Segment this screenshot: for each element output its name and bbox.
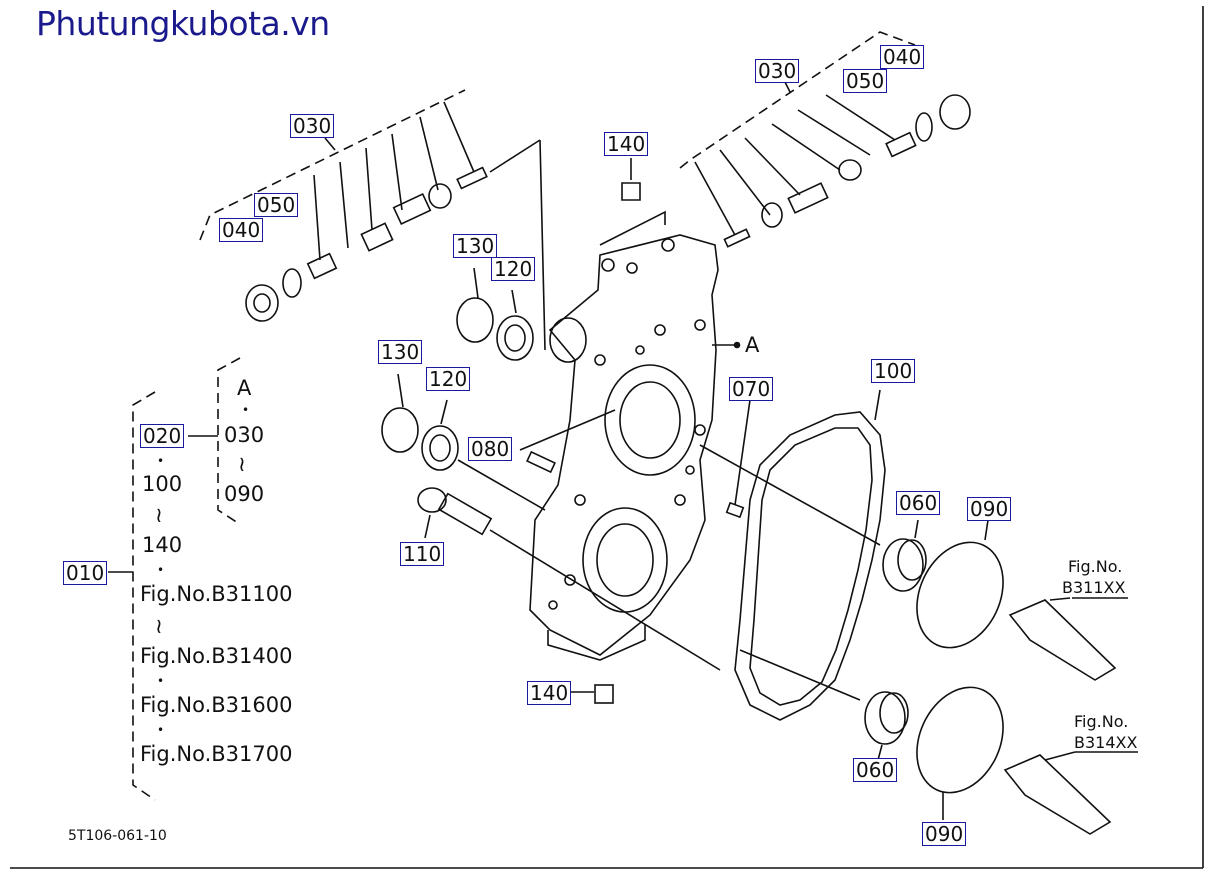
tree-fig-b31700: Fig.No.B31700 xyxy=(140,742,293,766)
callout-120-b: 120 xyxy=(426,367,471,391)
pin-080 xyxy=(526,450,556,474)
tree-tilde-3: ≀ xyxy=(155,614,163,638)
callout-050-left: 050 xyxy=(254,193,299,217)
callout-050-right: 050 xyxy=(843,69,888,93)
callout-140-bottom: 140 xyxy=(527,681,572,705)
seal-120-a xyxy=(496,315,534,361)
leader-030-right xyxy=(784,81,791,93)
drawing-code: 5T106-061-10 xyxy=(68,828,167,844)
callout-040-right: 040 xyxy=(880,45,925,69)
plug-040-right xyxy=(939,94,971,130)
tree-dot-5: • xyxy=(157,723,165,737)
seal-120-b xyxy=(421,425,459,471)
plate-090-a xyxy=(916,541,1004,649)
callout-030-left: 030 xyxy=(290,114,335,138)
callout-140-top: 140 xyxy=(604,132,649,156)
leader-030-left xyxy=(324,137,336,151)
tree-030: 030 xyxy=(224,423,265,447)
callout-010: 010 xyxy=(63,561,108,585)
plug-140-top xyxy=(621,182,641,201)
callout-060-b: 060 xyxy=(853,758,898,782)
bearing-060-b xyxy=(864,691,906,745)
snap-ring-130-a xyxy=(456,297,494,343)
figref-b311-line2: B311XX xyxy=(1062,578,1126,597)
figref-b311-line1: Fig.No. xyxy=(1068,557,1123,576)
dowel-070 xyxy=(725,501,745,519)
callout-030-right: 030 xyxy=(755,59,800,83)
callout-130-b: 130 xyxy=(378,340,423,364)
oring-050-left xyxy=(282,268,302,298)
callout-100: 100 xyxy=(871,359,916,383)
plug-140-bottom xyxy=(594,684,614,704)
tree-140: 140 xyxy=(142,533,183,557)
tree-fig-b31600: Fig.No.B31600 xyxy=(140,693,293,717)
callout-080: 080 xyxy=(468,437,513,461)
callout-110: 110 xyxy=(400,542,445,566)
point-a-label: A xyxy=(745,333,760,357)
plug-040-left xyxy=(245,284,279,322)
case-cover-plate xyxy=(529,234,719,656)
callout-020: 020 xyxy=(140,424,185,448)
tree-090: 090 xyxy=(224,482,265,506)
tree-a: A xyxy=(237,376,252,400)
tree-fig-b31100: Fig.No.B31100 xyxy=(140,582,293,606)
kit-bracket-right xyxy=(679,31,916,169)
snap-ring-130-b xyxy=(381,407,419,453)
bracket-010 xyxy=(132,391,156,801)
watermark-text: Phutungkubota.vn xyxy=(36,4,330,43)
bolt-110 xyxy=(417,487,447,513)
callout-090-a: 090 xyxy=(967,497,1012,521)
plate-090-b xyxy=(916,686,1004,794)
gasket-100 xyxy=(734,411,886,721)
figref-b314-line1: Fig.No. xyxy=(1074,712,1129,731)
bracket-020 xyxy=(217,357,241,524)
callout-060-a: 060 xyxy=(896,491,941,515)
callout-090-b: 090 xyxy=(922,822,967,846)
callout-120-a: 120 xyxy=(491,257,536,281)
callout-130-a: 130 xyxy=(453,234,498,258)
shaft-b311 xyxy=(1008,599,1117,681)
callout-070: 070 xyxy=(729,377,774,401)
tree-100: 100 xyxy=(142,472,183,496)
kit-bracket-left xyxy=(199,89,466,241)
tree-dot-4: • xyxy=(157,674,165,688)
bearing-060-a xyxy=(882,538,924,592)
callout-040-left: 040 xyxy=(219,218,264,242)
oring-050-right xyxy=(915,112,933,142)
shaft-b314 xyxy=(1003,754,1112,835)
tree-dot-1: • xyxy=(242,403,250,417)
tree-tilde-1: ≀ xyxy=(238,452,246,476)
tree-fig-b31400: Fig.No.B31400 xyxy=(140,644,293,668)
figref-b314-line2: B314XX xyxy=(1074,733,1138,752)
tree-dot-3: • xyxy=(157,563,165,577)
tree-dot-2: • xyxy=(157,454,165,468)
tree-tilde-2: ≀ xyxy=(155,503,163,527)
